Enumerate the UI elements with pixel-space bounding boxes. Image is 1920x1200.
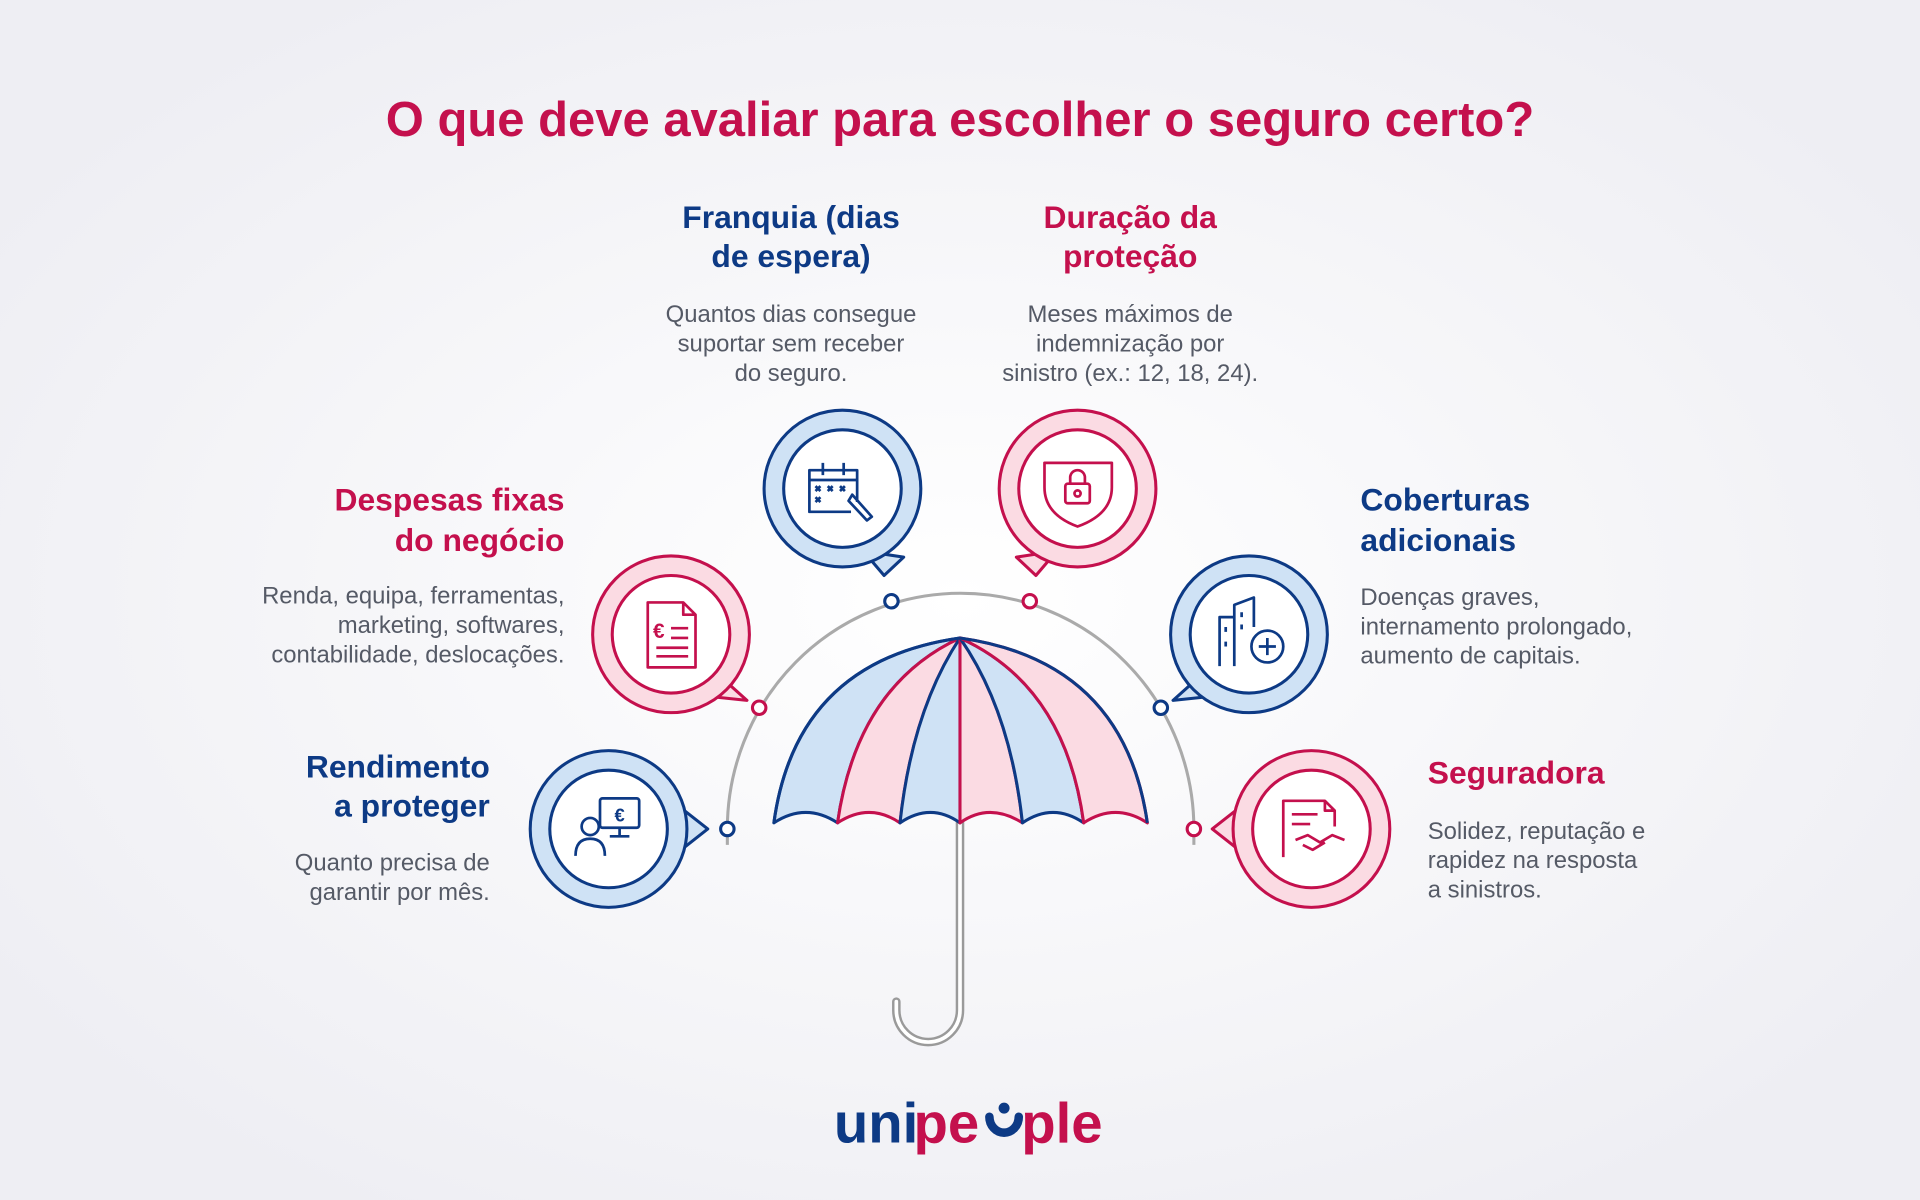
connector-dot-despesas (750, 699, 768, 717)
svg-text:€: € (614, 805, 624, 826)
page-title: O que deve avaliar para escolher o segur… (386, 93, 1535, 147)
buildings-plus-icon (1218, 596, 1285, 667)
svg-text:€: € (653, 620, 665, 643)
connector-dot-duracao (1021, 592, 1039, 610)
unipeople-logo: uni pe ple (834, 1091, 1103, 1154)
bubble-franquia (762, 408, 923, 578)
bubble-seguradora (1210, 749, 1392, 909)
euro-invoice-icon: € (646, 601, 697, 669)
bubble-rendimento: € (528, 749, 710, 909)
bubble-coberturas (1169, 554, 1329, 715)
shield-lock-icon (1043, 461, 1114, 528)
person-monitor-euro-icon: € (574, 797, 641, 856)
calendar-icon (808, 462, 874, 522)
umbrella-illustration (772, 636, 1149, 1047)
connector-dot-franquia (883, 592, 900, 610)
bubble-despesas: € (591, 554, 751, 715)
svg-text:uni: uni (834, 1091, 918, 1154)
svg-text:Seguradora: Seguradora (1428, 755, 1605, 791)
svg-text:Doenças graves,internamento pr: Doenças graves,internamento prolongado,a… (1360, 584, 1632, 670)
bubble-duracao (997, 408, 1158, 578)
svg-text:pe: pe (913, 1091, 979, 1154)
connector-dot-coberturas (1152, 699, 1170, 717)
contract-handshake-icon (1281, 799, 1345, 858)
svg-text:Renda, equipa, ferramentas,mar: Renda, equipa, ferramentas,marketing, so… (262, 583, 564, 669)
connector-dot-seguradora (1185, 820, 1203, 838)
svg-text:ple: ple (1021, 1091, 1102, 1154)
connector-dot-rendimento (719, 820, 736, 838)
connector-arc (725, 591, 1196, 845)
